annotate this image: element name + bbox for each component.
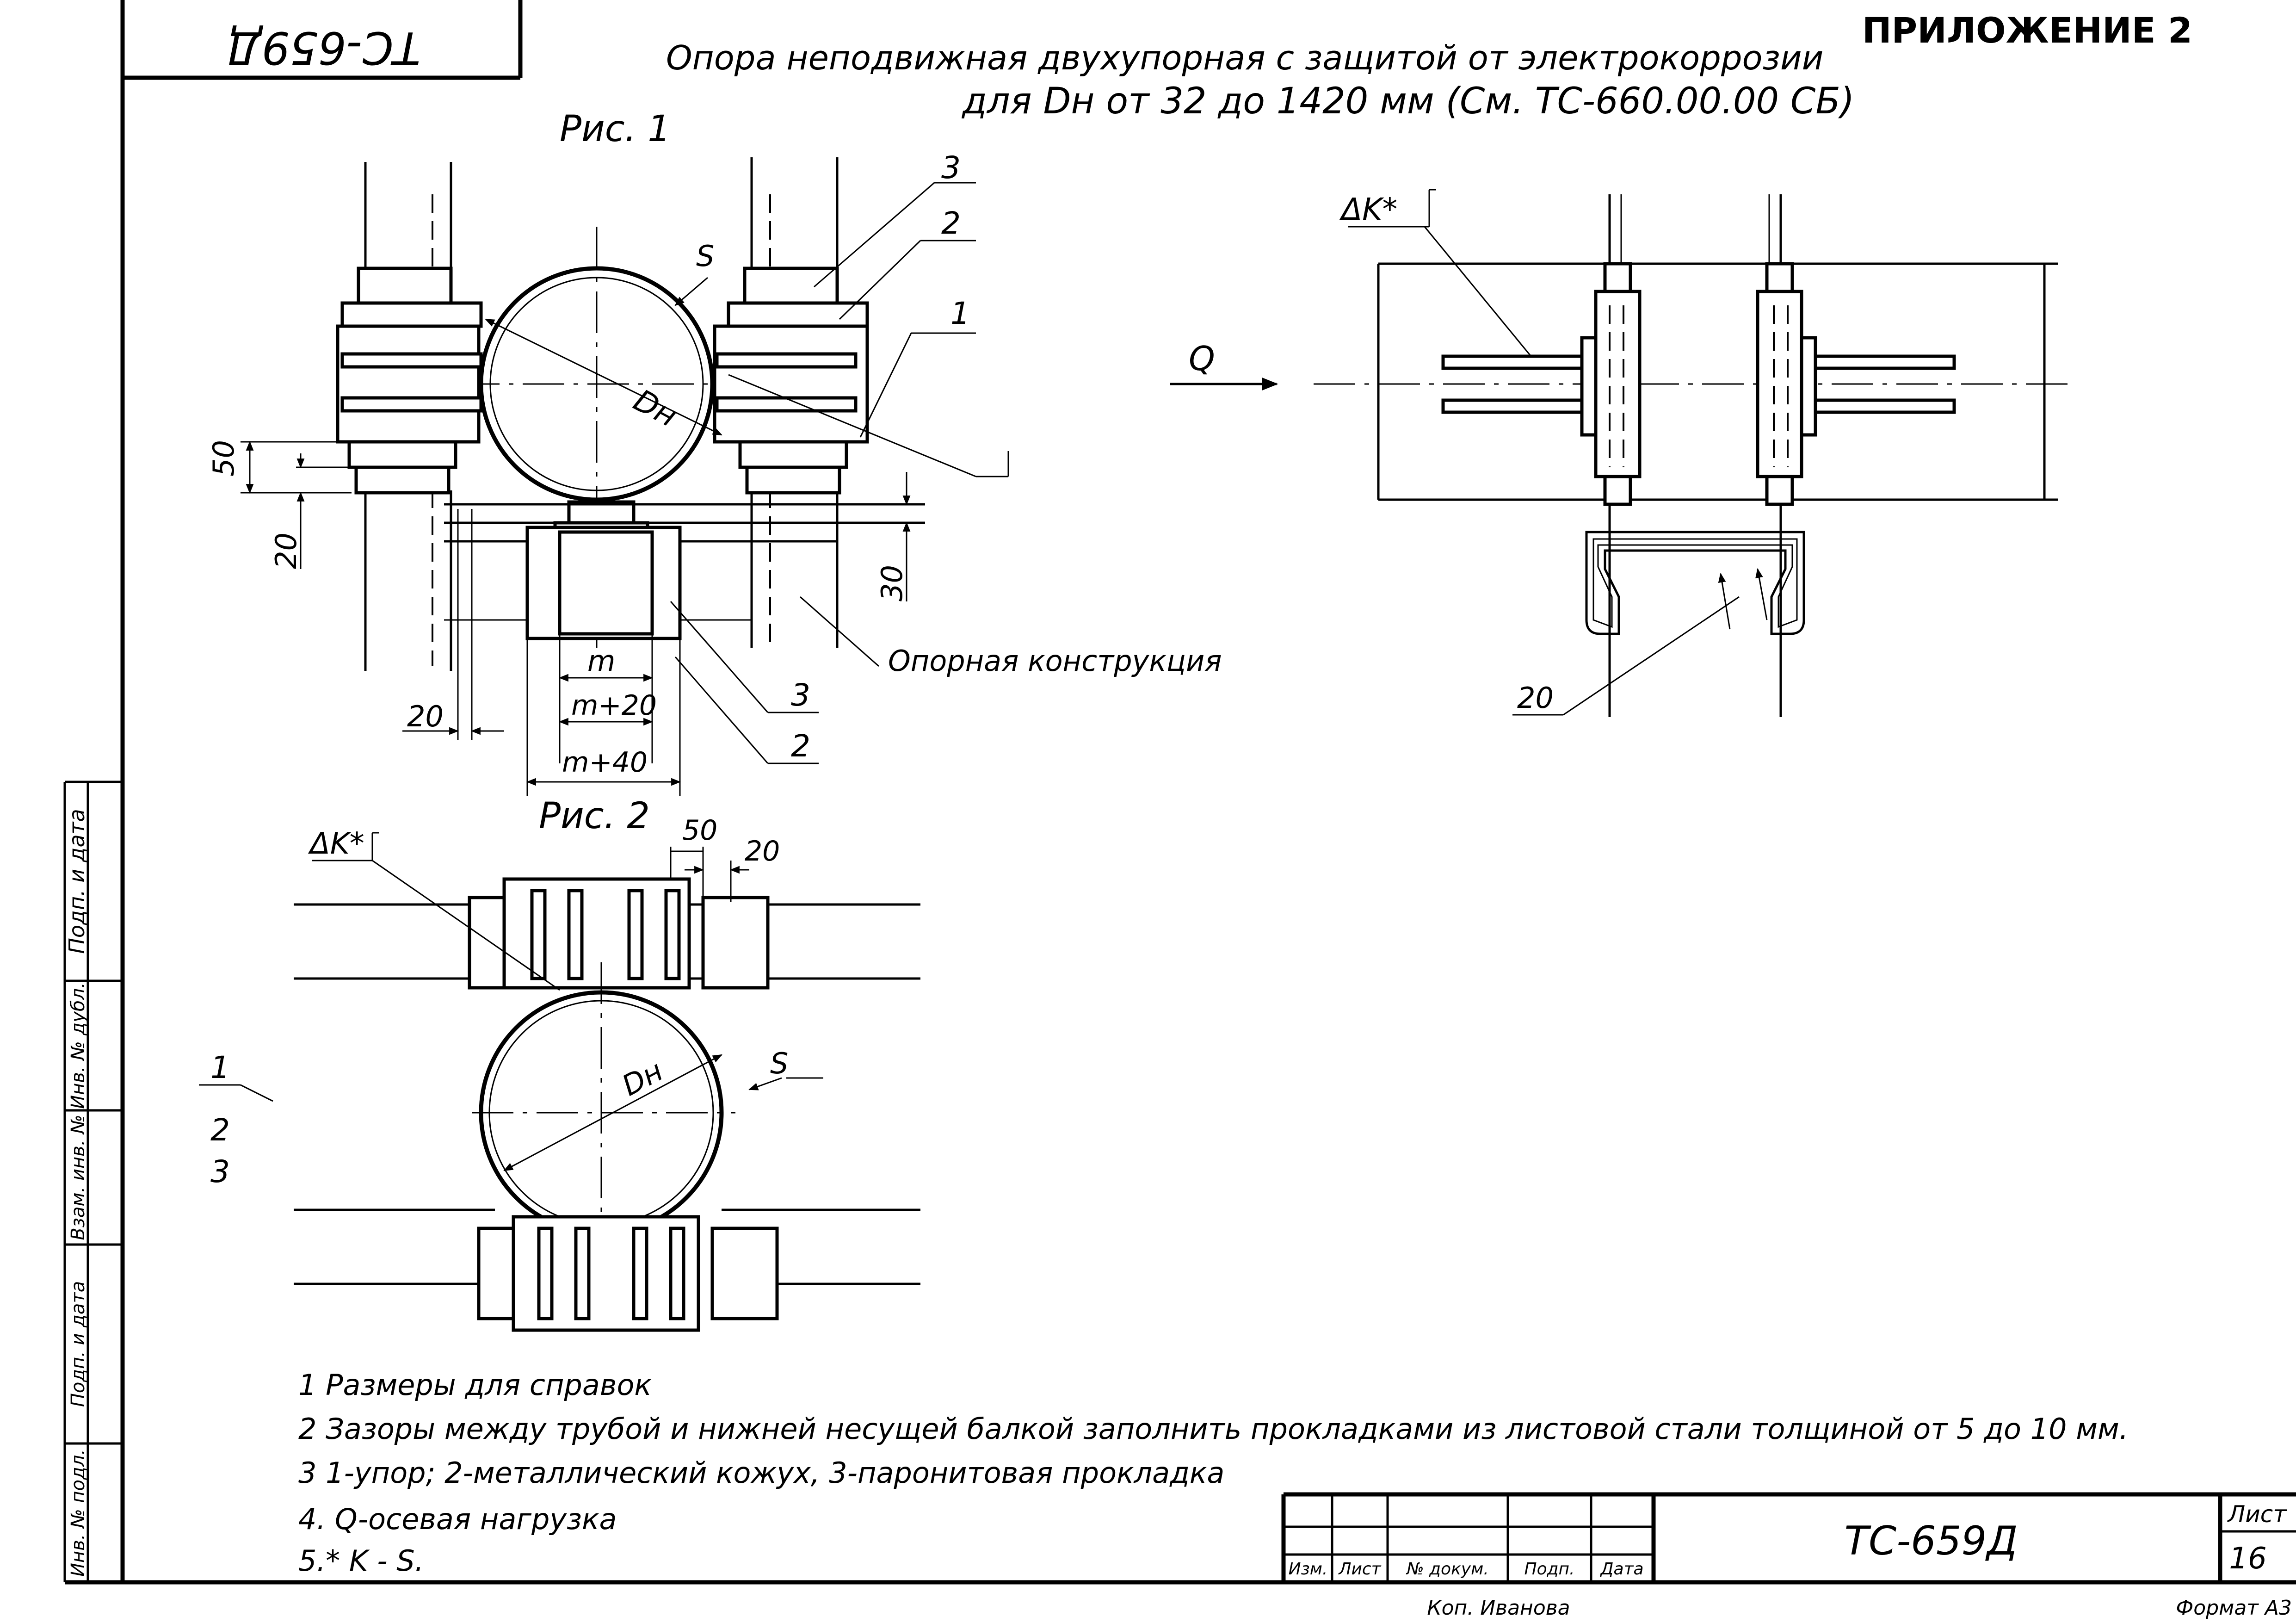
tb-col-izm: Изм. bbox=[1289, 1560, 1328, 1579]
title-line-1: Опора неподвижная двухупорная с защитой … bbox=[666, 38, 1823, 77]
fig1-dim-30: 30 bbox=[875, 565, 909, 601]
strip-label-1: Подп. и дата bbox=[64, 809, 89, 954]
fig1-dim-m20: m+20 bbox=[571, 689, 657, 722]
side-view-drawing: ΔK* Q 20 bbox=[1170, 189, 2077, 717]
title-block: Изм. Лист № докум. Подп. Дата ТС-659Д Ли… bbox=[1281, 1492, 2296, 1620]
side-gap-label: 20 bbox=[1517, 681, 1554, 715]
fig2-dim-s: S bbox=[770, 1047, 788, 1080]
note-2: 2 Зазоры между трубой и нижней несущей б… bbox=[298, 1412, 2128, 1446]
margin-mark-2: 2 bbox=[210, 1112, 230, 1148]
fig1-dim-50: 50 bbox=[207, 440, 241, 477]
tb-col-list: Лист bbox=[1338, 1560, 1381, 1579]
fig2-weld-label: ΔK* bbox=[308, 827, 364, 861]
fig2-drawing: Рис. 2 Dн S bbox=[294, 795, 920, 1332]
drawing-frame bbox=[65, 0, 2296, 1585]
fig1-dim-20-bottom: 20 bbox=[407, 700, 444, 733]
tb-sheet-no: 16 bbox=[2229, 1542, 2266, 1576]
note-3: 3 1-упор; 2-металлический кожух, 3-парон… bbox=[298, 1456, 1224, 1490]
fig2-dim-50: 50 bbox=[682, 814, 717, 847]
appendix-label: ПРИЛОЖЕНИЕ 2 bbox=[1862, 10, 2192, 51]
tb-col-date: Дата bbox=[1599, 1560, 1643, 1579]
side-weld-label: ΔK* bbox=[1339, 192, 1397, 227]
strip-label-5: Инв. № подл. bbox=[68, 1449, 89, 1577]
side-load-label: Q bbox=[1189, 339, 1215, 378]
fig1-callout-1: 1 bbox=[950, 296, 970, 331]
fig1-caption: Рис. 1 bbox=[560, 108, 671, 150]
fig1-support-label: Опорная конструкция bbox=[888, 644, 1222, 678]
note-4: 4. Q-осевая нагрузка bbox=[298, 1502, 617, 1536]
tb-doc-code: ТС-659Д bbox=[1845, 1518, 2018, 1564]
tb-format: Формат А3 bbox=[2176, 1596, 2292, 1620]
fig1-callout-3b: 3 bbox=[791, 677, 810, 713]
fig1-dim-m: m bbox=[587, 644, 615, 678]
fig1-callout-2: 2 bbox=[941, 205, 961, 241]
left-strip: Подп. и дата Инв. № дубл. Взам. инв. № П… bbox=[63, 781, 123, 1582]
margin-mark-3: 3 bbox=[210, 1154, 230, 1189]
fig1-callout-2b: 2 bbox=[791, 728, 810, 764]
tb-col-sign: Подп. bbox=[1524, 1560, 1575, 1579]
strip-label-4: Подп. и дата bbox=[68, 1281, 89, 1407]
fig2-dim-20: 20 bbox=[745, 835, 780, 867]
margin-marks: 1 2 3 bbox=[199, 1050, 273, 1189]
note-1: 1 Размеры для справок bbox=[298, 1368, 652, 1402]
fig1-dim-s: S bbox=[696, 239, 714, 273]
fig1-drawing: Рис. 1 bbox=[207, 108, 1222, 796]
tb-sheet-label: Лист bbox=[2227, 1501, 2288, 1528]
tb-col-doc: № докум. bbox=[1406, 1560, 1488, 1579]
fig1-dim-dn: Dн bbox=[628, 382, 683, 434]
rotated-code-stamp: ТС-659Д bbox=[227, 22, 421, 74]
fig1-dim-m40: m+40 bbox=[562, 746, 648, 779]
notes: 1 Размеры для справок 2 Зазоры между тру… bbox=[298, 1368, 2128, 1578]
strip-label-2: Инв. № дубл. bbox=[68, 982, 89, 1109]
fig1-dim-20-left: 20 bbox=[269, 533, 303, 569]
fig1-callout-3: 3 bbox=[941, 150, 961, 186]
tb-copied-by: Коп. Иванова bbox=[1427, 1596, 1570, 1620]
note-5: 5.* K - S. bbox=[298, 1544, 424, 1578]
title-line-2: для Dн от 32 до 1420 мм (См. ТС-660.00.0… bbox=[961, 81, 1854, 122]
strip-label-3: Взам. инв. № bbox=[68, 1115, 89, 1240]
fig2-dim-dn: Dн bbox=[617, 1053, 668, 1103]
fig2-caption: Рис. 2 bbox=[539, 795, 650, 837]
margin-mark-1: 1 bbox=[210, 1050, 230, 1085]
